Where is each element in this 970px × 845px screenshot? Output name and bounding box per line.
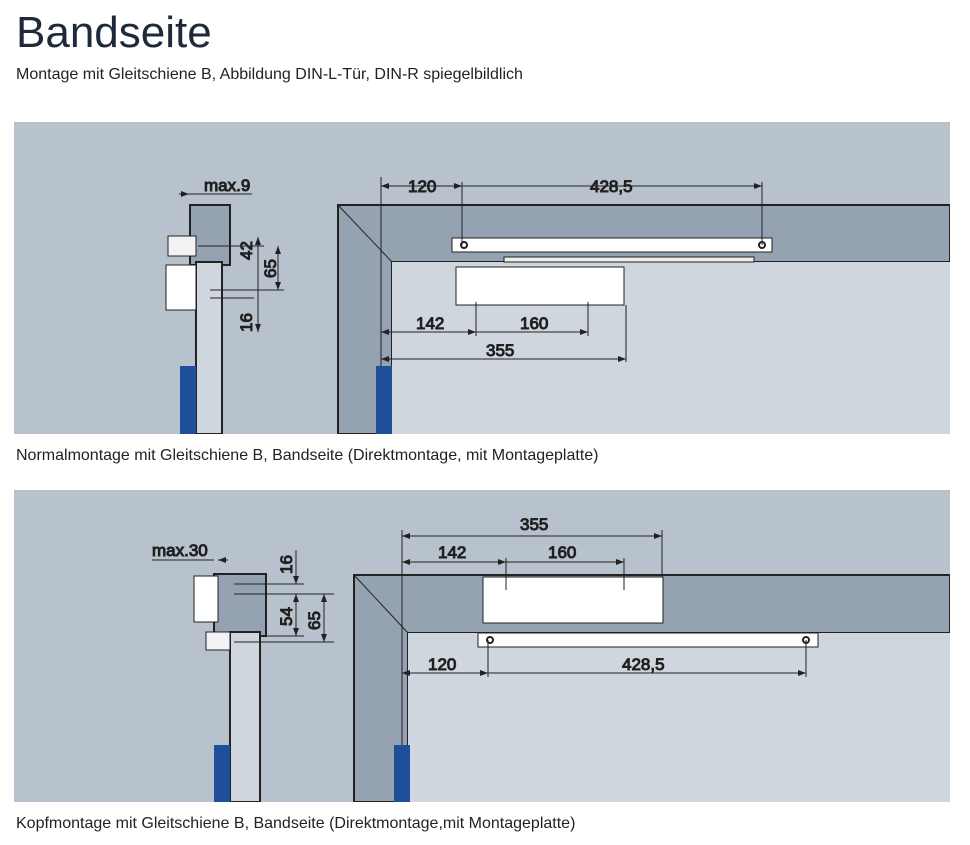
dim-42: 42 xyxy=(237,241,256,260)
caption-kopfmontage: Kopfmontage mit Gleitschiene B, Bandseit… xyxy=(16,815,576,832)
dim-65: 65 xyxy=(261,259,280,278)
dim-54: 54 xyxy=(277,607,296,626)
page-subtitle: Montage mit Gleitschiene B, Abbildung DI… xyxy=(16,66,523,83)
dim-max30: max.30 xyxy=(152,541,208,560)
dim-120: 120 xyxy=(408,177,436,196)
page-title: Bandseite xyxy=(16,8,212,57)
dim-142: 142 xyxy=(438,543,466,562)
dim-max9: max.9 xyxy=(204,176,250,195)
dim-355: 355 xyxy=(486,341,514,360)
dim-160: 160 xyxy=(548,543,576,562)
dim-142: 142 xyxy=(416,314,444,333)
dim-120: 120 xyxy=(428,655,456,674)
caption-normalmontage: Normalmontage mit Gleitschiene B, Bandse… xyxy=(16,447,599,464)
dim-428: 428,5 xyxy=(590,177,633,196)
dim-65: 65 xyxy=(305,611,324,630)
dim-428: 428,5 xyxy=(622,655,665,674)
dim-16: 16 xyxy=(237,313,256,332)
diagram-kopfmontage: max.30 16 54 65 355 142 160 120 428,5 xyxy=(14,490,951,803)
dim-160: 160 xyxy=(520,314,548,333)
dim-355: 355 xyxy=(520,515,548,534)
dim-16: 16 xyxy=(277,555,296,574)
diagram-normalmontage: max.9 42 65 16 120 428,5 142 160 355 xyxy=(14,122,951,435)
